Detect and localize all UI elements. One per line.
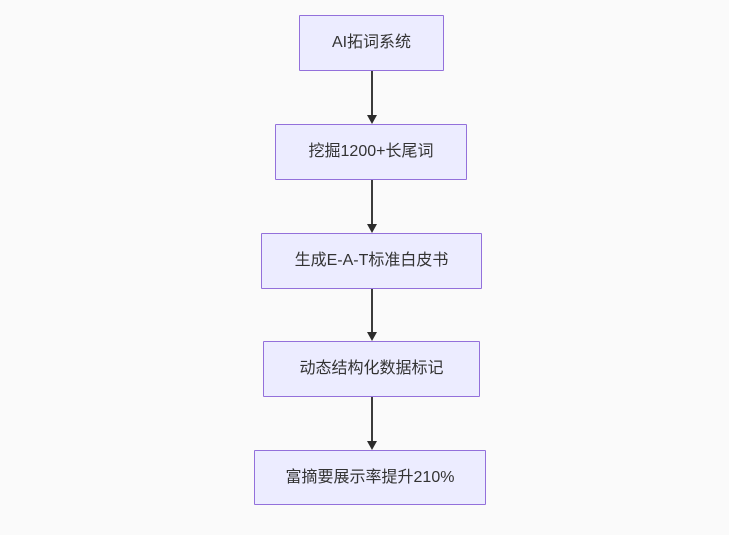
arrow-head-icon — [366, 441, 377, 450]
flow-node-rich-snippet-result: 富摘要展示率提升210% — [254, 450, 486, 505]
arrow-head-icon — [366, 224, 377, 233]
arrow-head-icon — [366, 115, 377, 124]
flow-arrow-1 — [366, 71, 377, 124]
flow-node-structured-data: 动态结构化数据标记 — [263, 341, 480, 397]
flow-arrow-4 — [366, 397, 377, 450]
flow-node-longtail-mining: 挖掘1200+长尾词 — [275, 124, 467, 180]
flow-node-label: 生成E-A-T标准白皮书 — [294, 252, 449, 270]
arrow-line — [370, 180, 373, 224]
flow-arrow-2 — [366, 180, 377, 233]
flow-arrow-3 — [366, 289, 377, 341]
flow-node-label: 富摘要展示率提升210% — [285, 468, 455, 486]
flow-node-label: 动态结构化数据标记 — [299, 360, 444, 378]
flow-node-eat-whitepaper: 生成E-A-T标准白皮书 — [261, 233, 482, 289]
arrow-line — [370, 71, 373, 115]
flow-node-label: 挖掘1200+长尾词 — [308, 143, 434, 161]
flow-node-ai-system: AI拓词系统 — [299, 15, 444, 71]
arrow-line — [370, 289, 373, 332]
arrow-line — [370, 397, 373, 441]
arrow-head-icon — [366, 332, 377, 341]
flow-node-label: AI拓词系统 — [331, 34, 412, 52]
